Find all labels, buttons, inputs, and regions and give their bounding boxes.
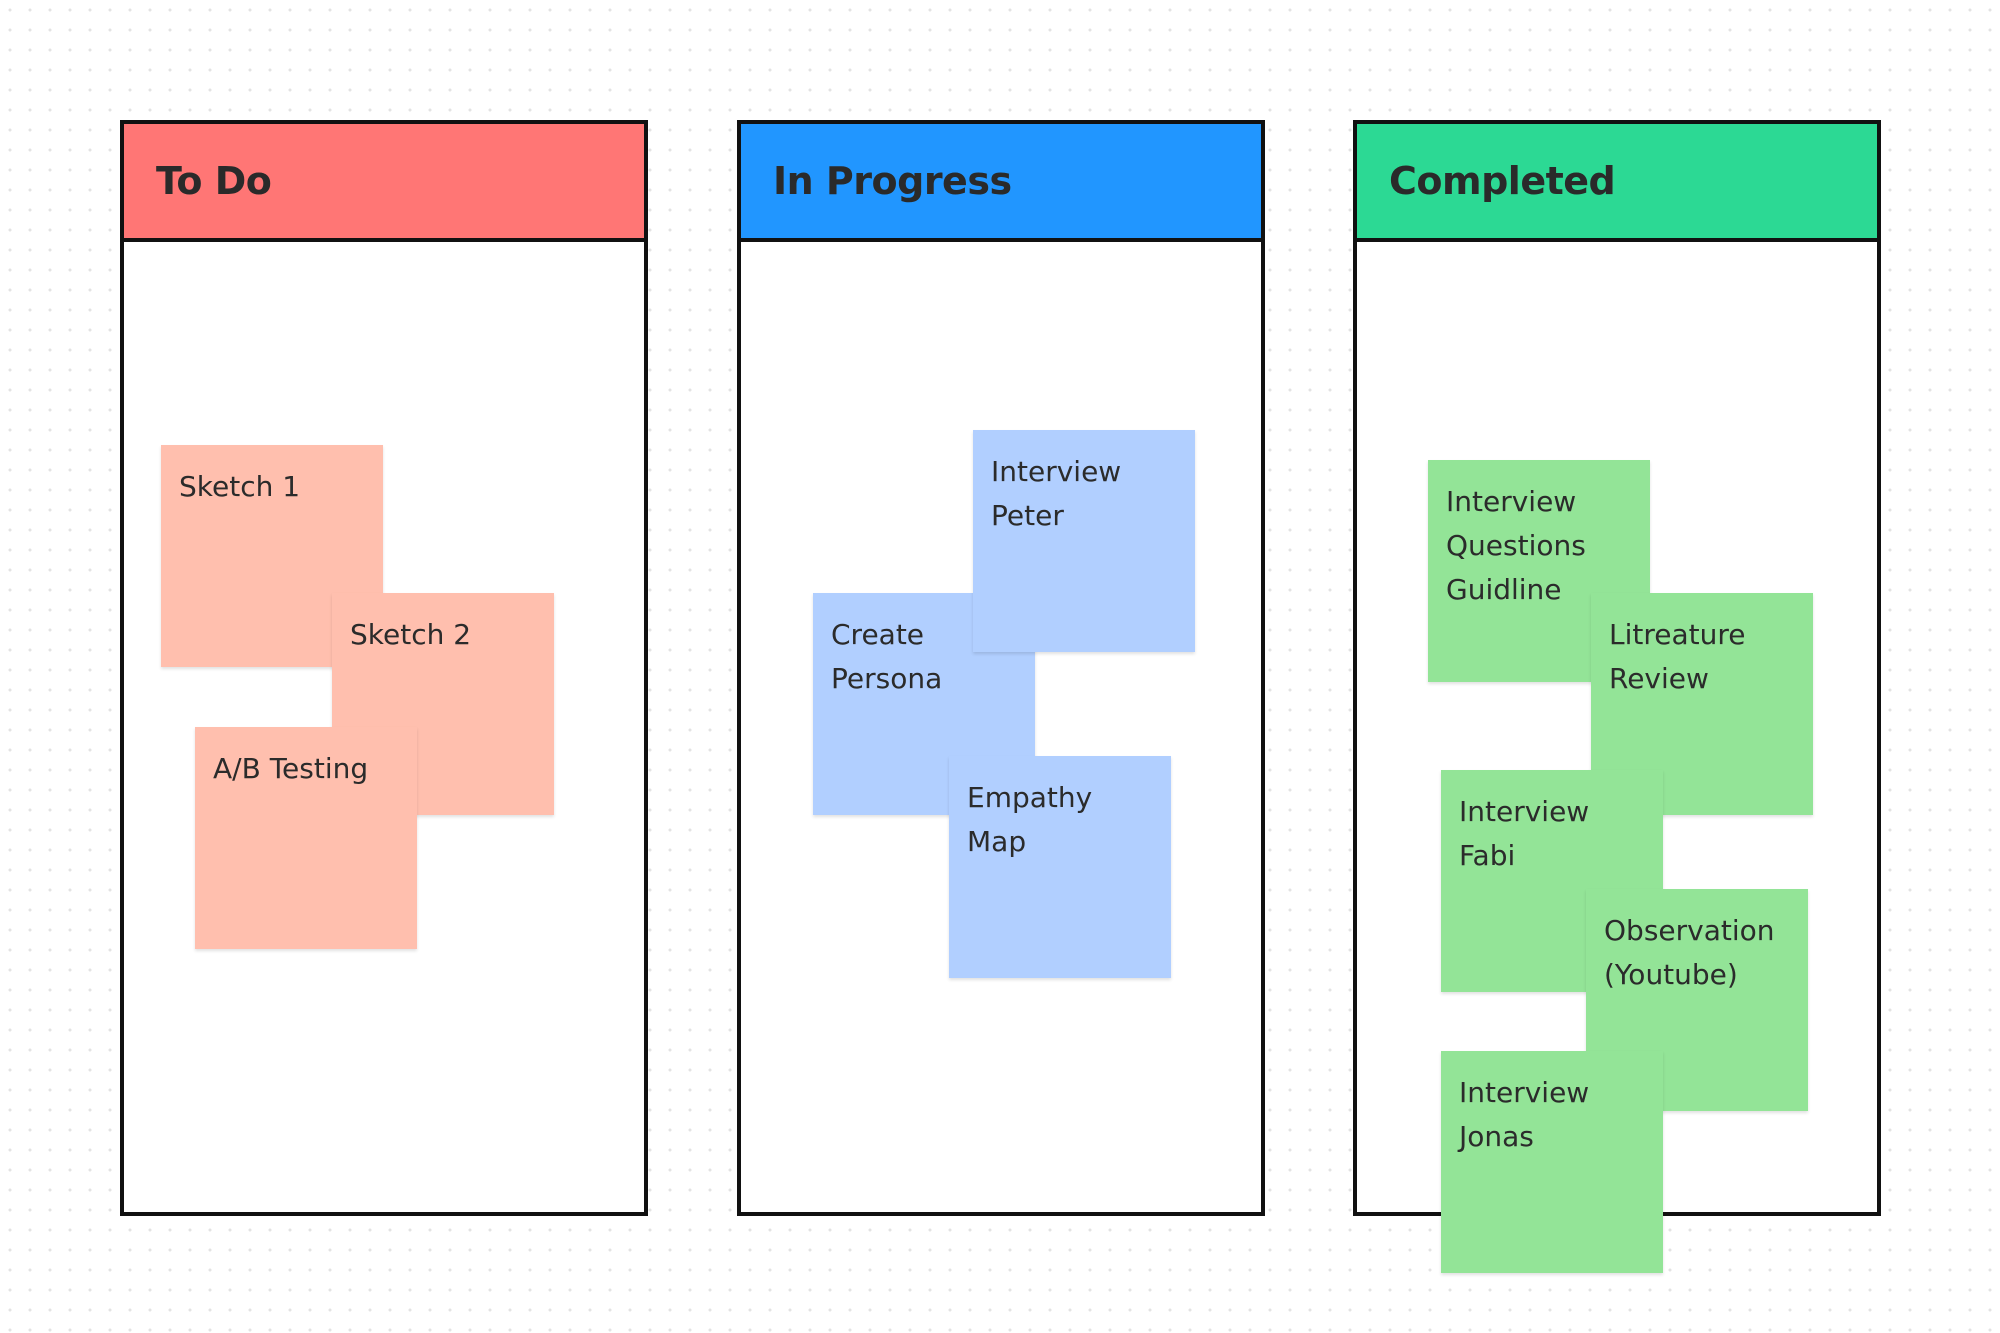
sticky-note-text: Sketch 1 — [179, 470, 301, 503]
column-title: In Progress — [773, 159, 1012, 203]
sticky-note-text: Litreature Review — [1609, 618, 1746, 695]
column-body: Sketch 1 Sketch 2 A/B Testing — [124, 242, 644, 1212]
sticky-note-text: Interview Fabi — [1459, 795, 1590, 872]
column-body: Interview Questions Guidline Litreature … — [1357, 242, 1877, 1273]
sticky-note-text: Interview Peter — [991, 455, 1122, 532]
sticky-note-text: Observation (Youtube) — [1604, 914, 1775, 991]
column-to-do: To Do Sketch 1 Sketch 2 A/B Testing — [120, 120, 648, 1216]
sticky-note-interview-jonas[interactable]: Interview Jonas — [1441, 1051, 1663, 1273]
column-completed: Completed Interview Questions Guidline L… — [1353, 120, 1881, 1273]
sticky-note-text: Interview Jonas — [1459, 1076, 1590, 1153]
column-body: Create Persona Interview Peter Empathy M… — [741, 242, 1261, 1212]
sticky-note-sketch-1[interactable]: Sketch 1 — [161, 445, 383, 667]
column-title: Completed — [1389, 159, 1616, 203]
sticky-note-text: Sketch 2 — [350, 618, 472, 651]
sticky-note-text: Interview Questions Guidline — [1446, 485, 1586, 606]
sticky-note-empathy-map[interactable]: Empathy Map — [949, 756, 1171, 978]
column-header-completed[interactable]: Completed — [1357, 124, 1877, 242]
sticky-note-text: Create Persona — [831, 618, 943, 695]
sticky-note-text: Empathy Map — [967, 781, 1093, 858]
column-in-progress: In Progress Create Persona Interview Pet… — [737, 120, 1265, 1216]
column-title: To Do — [156, 159, 272, 203]
sticky-note-observation-youtube[interactable]: Observation (Youtube) — [1586, 889, 1808, 1111]
column-header-to-do[interactable]: To Do — [124, 124, 644, 242]
sticky-note-ab-testing[interactable]: A/B Testing — [195, 727, 417, 949]
sticky-note-text: A/B Testing — [213, 752, 369, 785]
sticky-note-interview-peter[interactable]: Interview Peter — [973, 430, 1195, 652]
column-header-in-progress[interactable]: In Progress — [741, 124, 1261, 242]
